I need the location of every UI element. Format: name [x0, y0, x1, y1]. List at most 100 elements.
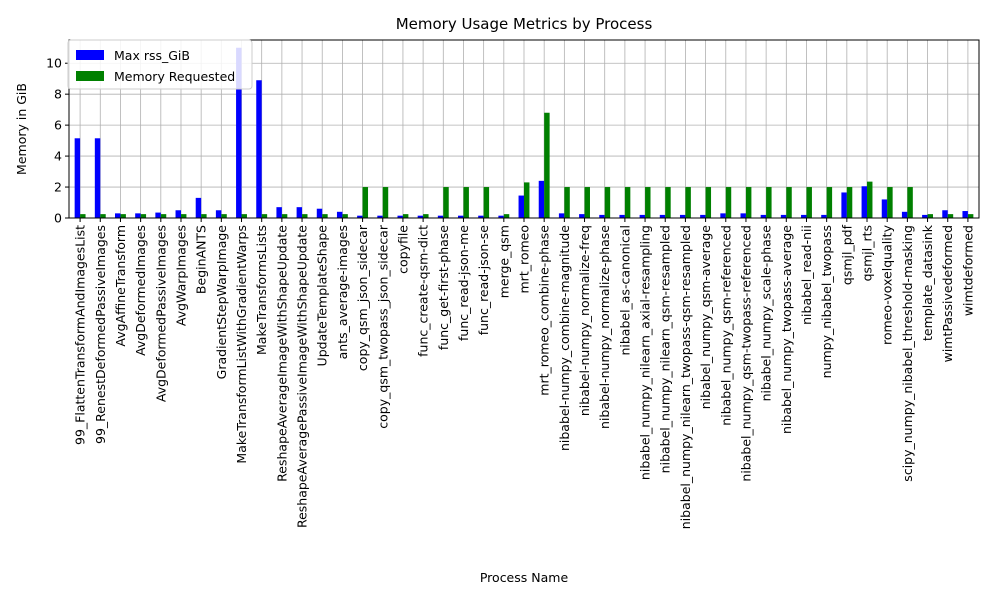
x-tick-label: UpdateTemplateShape: [315, 225, 330, 367]
legend-label-max-rss: Max rss_GiB: [114, 48, 190, 63]
bar-memory-requested: [483, 187, 490, 218]
bar-memory-requested: [685, 187, 691, 218]
bar-max-rss: [276, 207, 282, 218]
x-tick-label: func_get-first-phase: [436, 225, 451, 350]
x-tick-label: AvgAffineTransform: [113, 225, 128, 347]
bar-memory-requested: [443, 187, 449, 218]
x-tick-label: nibabel-numpy_combine-magnitude: [557, 225, 572, 451]
bar-max-rss: [357, 215, 363, 218]
y-tick-label: 2: [54, 180, 62, 195]
bar-memory-requested: [463, 187, 469, 218]
x-tick-label: nibabel_numpy_nilearn_axial-resampling: [638, 225, 653, 480]
bar-memory-requested: [524, 182, 530, 218]
bar-max-rss: [437, 215, 444, 218]
x-tick-label: template_datasink: [920, 224, 935, 341]
x-tick-label: func_read-json-me: [456, 225, 471, 341]
x-tick-label: qsmjl_rts: [860, 225, 875, 281]
bar-memory-requested: [100, 214, 106, 218]
x-tick-label: MakeTransformListWithGradientWarps: [234, 225, 249, 464]
bar-memory-requested: [846, 187, 853, 218]
x-tick-label: mrt_romeo_combine-phase: [537, 225, 552, 396]
bar-max-rss: [720, 213, 726, 218]
bar-memory-requested: [241, 214, 247, 218]
legend: Max rss_GiB Memory Requested: [67, 39, 253, 90]
bar-max-rss: [74, 138, 81, 218]
x-tick-label: ReshapeAveragePassiveImageWithShapeUpdat…: [295, 225, 310, 528]
legend-swatch-memory-requested: [76, 71, 104, 81]
bar-max-rss: [760, 214, 767, 218]
bar-max-rss: [175, 210, 181, 218]
x-tick-label: nibabel_numpy_twopass-average: [779, 225, 794, 434]
bar-max-rss: [336, 211, 343, 218]
x-axis-label: Process Name: [480, 570, 569, 585]
bar-max-rss: [962, 211, 968, 218]
x-tick-label: 99_FlattenTransformAndImagesList: [73, 225, 88, 445]
bar-max-rss: [377, 215, 383, 218]
bar-memory-requested: [544, 112, 550, 218]
bar-max-rss: [881, 199, 888, 218]
bar-memory-requested: [887, 187, 893, 218]
bar-max-rss: [922, 214, 928, 218]
bar-memory-requested: [806, 187, 812, 218]
x-tick-label: merge_qsm: [496, 225, 511, 298]
bar-memory-requested: [907, 187, 913, 218]
bar-max-rss: [236, 47, 242, 218]
bar-max-rss: [861, 186, 868, 218]
legend-swatch-max-rss: [76, 50, 104, 60]
bar-memory-requested: [624, 187, 631, 218]
x-tick-label: nibabel_numpy_qsm-average: [698, 225, 713, 410]
x-tick-label: AvgDeformedImages: [133, 225, 148, 356]
x-tick-label: AvgWarpImages: [173, 225, 188, 326]
bar-memory-requested: [281, 214, 288, 218]
bar-max-rss: [316, 208, 323, 218]
x-tick-label: BeginANTS: [194, 225, 209, 294]
bar-memory-requested: [604, 187, 611, 218]
x-tick-label: romeo-voxelquality: [880, 224, 895, 345]
bar-memory-requested: [967, 214, 974, 218]
bar-max-rss: [619, 214, 625, 218]
x-tick-label: nibabel_numpy_qsm-twopass-referenced: [738, 225, 753, 482]
bar-memory-requested: [705, 187, 712, 218]
x-tick-label: AvgDeformedPassiveImages: [153, 225, 168, 402]
bar-max-rss: [115, 213, 121, 218]
bar-max-rss: [155, 212, 161, 218]
bar-memory-requested: [745, 187, 752, 218]
x-tick-label: scipy_numpy_nibabel_threshold-masking: [900, 225, 915, 482]
bar-max-rss: [135, 213, 141, 218]
bar-max-rss: [659, 214, 666, 218]
bar-max-rss: [458, 215, 464, 218]
bar-memory-requested: [302, 214, 308, 218]
bar-memory-requested: [584, 187, 590, 218]
bar-max-rss: [579, 214, 585, 218]
y-tick-label: 4: [54, 149, 62, 164]
bar-max-rss: [518, 195, 524, 218]
chart-title: Memory Usage Metrics by Process: [396, 15, 653, 33]
x-tick-label: wimtdeformed: [960, 225, 975, 316]
bar-memory-requested: [766, 187, 772, 218]
bar-memory-requested: [201, 214, 207, 218]
bar-max-rss: [901, 211, 908, 218]
bar-memory-requested: [725, 187, 732, 218]
bar-memory-requested: [867, 181, 873, 218]
bar-memory-requested: [180, 214, 187, 218]
bar-memory-requested: [786, 187, 792, 218]
bar-max-rss: [195, 197, 202, 218]
legend-label-memory-requested: Memory Requested: [114, 69, 235, 84]
y-tick-label: 10: [46, 56, 62, 71]
bar-memory-requested: [80, 214, 86, 218]
bar-max-rss: [821, 214, 827, 218]
x-tick-label: func_read-json-se: [476, 225, 491, 336]
x-tick-label: copyfile: [395, 225, 410, 274]
x-tick-label: ReshapeAverageImageWithShapeUpdate: [274, 225, 289, 482]
bar-max-rss: [478, 215, 484, 218]
x-tick-label: MakeTransformsLists: [254, 225, 269, 355]
bar-max-rss: [700, 214, 706, 218]
x-tick-label: GradientStepWarpImage: [214, 225, 229, 380]
bar-memory-requested: [342, 214, 348, 218]
bar-memory-requested: [927, 214, 933, 218]
x-tick-label: numpy_nibabel_twopass: [819, 225, 834, 378]
y-tick-label: 8: [54, 87, 62, 102]
bar-max-rss: [558, 213, 565, 218]
bar-max-rss: [397, 215, 403, 218]
